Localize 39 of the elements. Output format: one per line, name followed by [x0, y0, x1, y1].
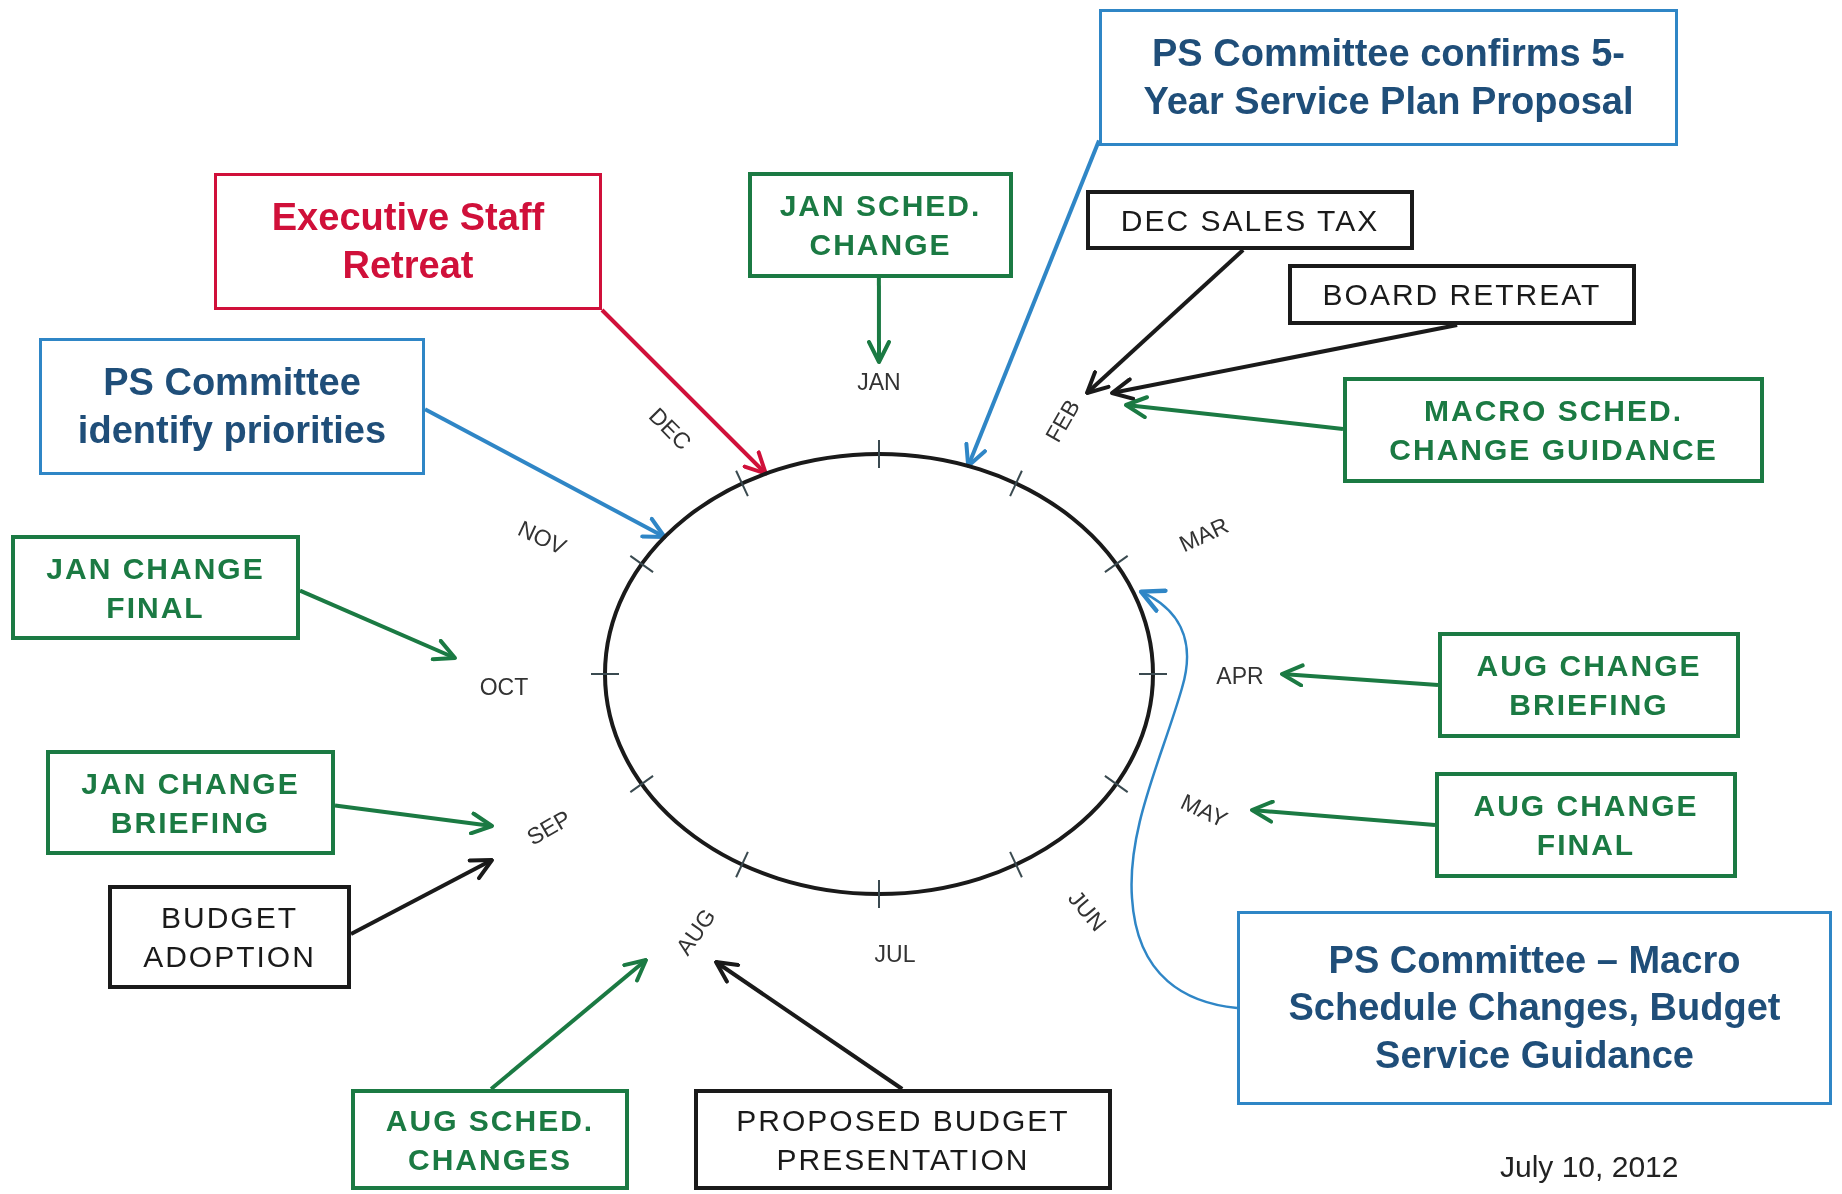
- month-label: SEP: [522, 804, 576, 852]
- milestone-box: BUDGET ADOPTION: [108, 885, 351, 989]
- event-box: PS Committee confirms 5-Year Service Plan Proposal: [1099, 9, 1678, 146]
- arrow: [1280, 663, 1439, 688]
- milestone-box: DEC SALES TAX: [1086, 190, 1414, 250]
- arrow: [334, 803, 494, 836]
- arrow: [964, 139, 1101, 468]
- month-label: JAN: [857, 368, 901, 396]
- arrow: [299, 588, 457, 662]
- month-label: MAR: [1175, 511, 1233, 559]
- arrow: [1130, 589, 1238, 1010]
- month-label: APR: [1216, 662, 1264, 690]
- arrow: [1250, 799, 1436, 827]
- month-label: NOV: [513, 515, 571, 561]
- arrow: [350, 858, 494, 936]
- arrow: [489, 958, 648, 1091]
- milestone-box: JAN CHANGE BRIEFING: [46, 750, 335, 855]
- milestone-box: PROPOSED BUDGET PRESENTATION: [694, 1089, 1112, 1190]
- milestone-box: AUG SCHED. CHANGES: [351, 1089, 629, 1190]
- arrow: [714, 960, 904, 1091]
- milestone-box: JAN SCHED. CHANGE: [748, 172, 1013, 278]
- arrow: [1124, 395, 1344, 431]
- milestone-box: AUG CHANGE BRIEFING: [1438, 632, 1740, 738]
- event-box: PS Committee – Macro Schedule Changes, Budget Service Guidance: [1237, 911, 1832, 1105]
- arrow: [1110, 323, 1458, 401]
- month-label: JUL: [874, 940, 916, 968]
- milestone-box: MACRO SCHED. CHANGE GUIDANCE: [1343, 377, 1764, 483]
- month-label: MAY: [1176, 788, 1232, 834]
- milestone-box: JAN CHANGE FINAL: [11, 535, 300, 640]
- event-box: PS Committee identify priorities: [39, 338, 425, 475]
- arrow: [867, 278, 891, 364]
- event-box: Executive Staff Retreat: [214, 173, 602, 310]
- arrow: [424, 407, 667, 539]
- milestone-box: AUG CHANGE FINAL: [1435, 772, 1737, 878]
- date-text: July 10, 2012: [1500, 1150, 1679, 1184]
- month-label: OCT: [479, 673, 529, 701]
- arrow: [600, 308, 768, 476]
- milestone-box: BOARD RETREAT: [1288, 264, 1636, 325]
- arrow: [1085, 248, 1245, 395]
